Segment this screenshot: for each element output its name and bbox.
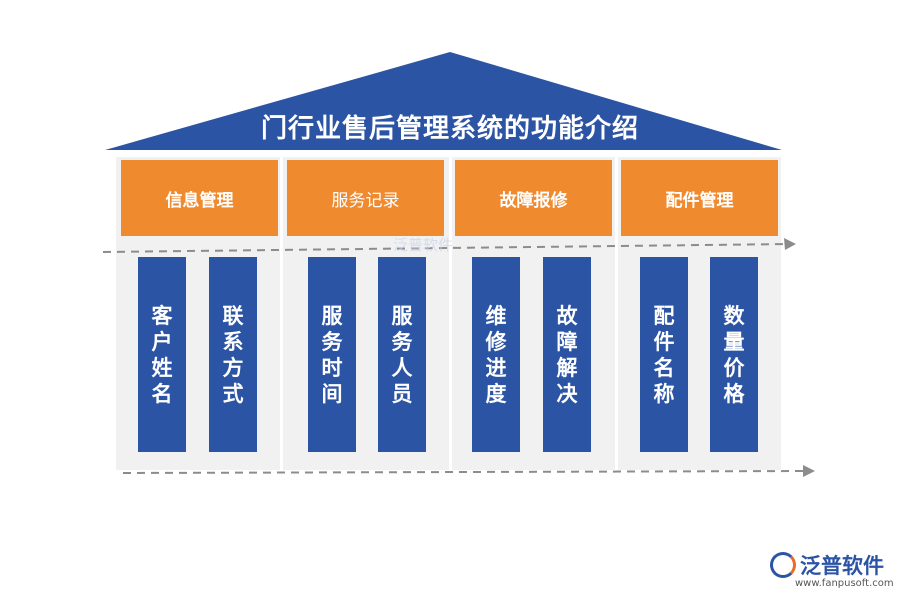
- pillar-char: 客: [151, 302, 173, 328]
- fanpu-logo-icon: [770, 552, 796, 578]
- pillar-char: 式: [222, 380, 244, 406]
- pillar-char: 配: [653, 302, 675, 328]
- pillar-service-staff: 服 务 人 员: [378, 257, 426, 452]
- pillar-char: 姓: [151, 354, 173, 380]
- header-parts-management: 配件管理: [621, 160, 778, 236]
- pillar-char: 户: [151, 328, 173, 354]
- pillar-char: 间: [321, 380, 343, 406]
- pillar-char: 名: [653, 354, 675, 380]
- pillar-repair-progress: 维 修 进 度: [472, 257, 520, 452]
- pillar-char: 系: [222, 328, 244, 354]
- pillar-char: 决: [556, 380, 578, 406]
- pillar-customer-name: 客 户 姓 名: [138, 257, 186, 452]
- pillar-char: 修: [485, 328, 507, 354]
- header-service-record: 服务记录: [287, 160, 444, 236]
- pillar-char: 维: [485, 302, 507, 328]
- pillar-char: 格: [723, 380, 745, 406]
- pillar-char: 障: [556, 328, 578, 354]
- pillar-char: 时: [321, 354, 343, 380]
- pillar-char: 名: [151, 380, 173, 406]
- pillar-quantity-price: 数 量 价 格: [710, 257, 758, 452]
- pillar-char: 联: [222, 302, 244, 328]
- pillar-service-time: 服 务 时 间: [308, 257, 356, 452]
- pillar-contact-method: 联 系 方 式: [209, 257, 257, 452]
- diagram-title: 门行业售后管理系统的功能介绍: [260, 114, 639, 144]
- pillar-char: 故: [556, 302, 578, 328]
- logo-name: 泛普软件: [800, 554, 884, 578]
- pillar-char: 务: [391, 328, 413, 354]
- pillar-char: 务: [321, 328, 343, 354]
- pillar-char: 称: [653, 380, 675, 406]
- pillar-char: 解: [556, 354, 578, 380]
- pillar-char: 进: [485, 354, 507, 380]
- header-info-management: 信息管理: [121, 160, 278, 236]
- pillar-char: 价: [723, 354, 745, 380]
- roof: [105, 52, 782, 150]
- brand-logo: 泛普软件: [770, 550, 884, 580]
- watermark: 泛普软件: [393, 236, 454, 254]
- logo-url: www.fanpusoft.com: [795, 578, 894, 589]
- pillar-part-name: 配 件 名 称: [640, 257, 688, 452]
- header-fault-repair: 故障报修: [455, 160, 612, 236]
- pillar-char: 人: [391, 354, 413, 380]
- pillar-fault-resolution: 故 障 解 决: [543, 257, 591, 452]
- pillar-char: 服: [321, 302, 343, 328]
- pillar-char: 量: [723, 328, 745, 354]
- pillar-char: 服: [391, 302, 413, 328]
- pillar-char: 数: [723, 302, 745, 328]
- pillar-char: 件: [653, 328, 675, 354]
- pillar-char: 度: [485, 380, 507, 406]
- pillar-char: 方: [222, 354, 244, 380]
- pillar-char: 员: [391, 380, 413, 406]
